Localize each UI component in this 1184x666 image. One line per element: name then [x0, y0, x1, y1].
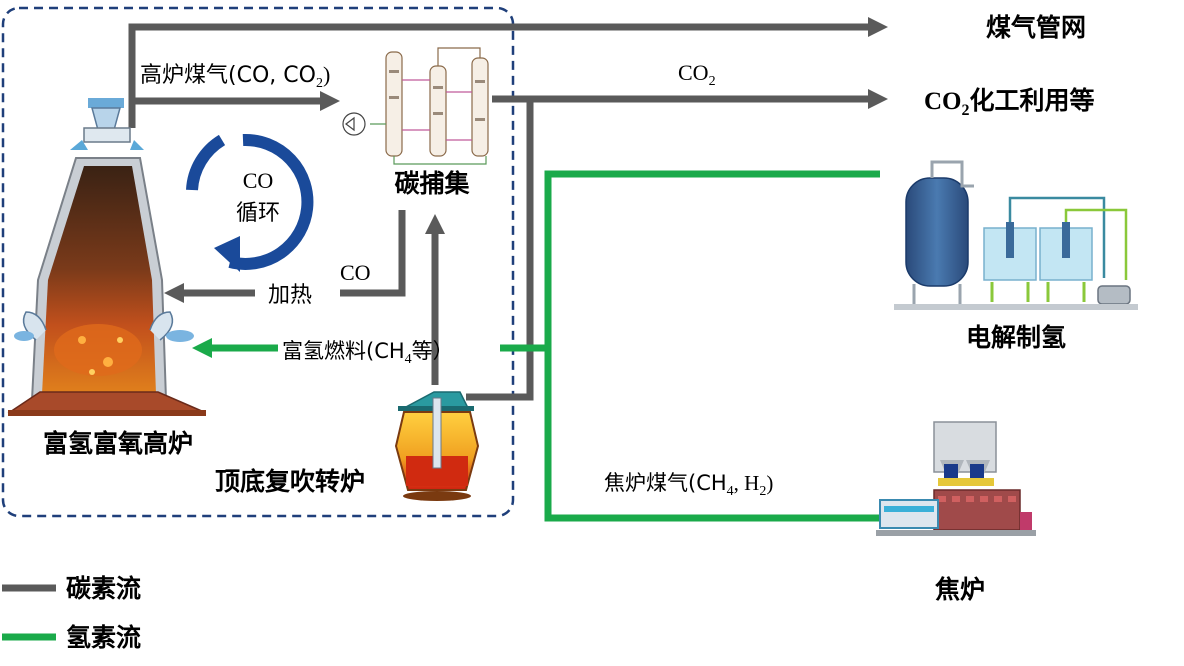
co-cycle-label-line1: CO: [243, 168, 274, 193]
legend-hydrogen-label: 氢素流: [66, 623, 141, 652]
hydrogen-arrowhead: [192, 338, 212, 358]
h2-fuel-label: 富氢燃料(CH4等）: [282, 339, 454, 367]
flow-converter-to-co2: [466, 99, 534, 401]
carbon-capture-illustration: [342, 47, 489, 165]
legend: 碳素流 氢素流: [2, 574, 141, 652]
converter-illustration: [394, 391, 480, 501]
flow-co-return: [340, 210, 406, 297]
coke-gas-label: 焦炉煤气(CH4, H2): [604, 471, 773, 499]
coke-oven-illustration: [876, 421, 1036, 536]
hydrogen-flow-lines: [210, 170, 880, 522]
co-cycle-arrow: [186, 133, 314, 272]
plant-boundary: [1, 6, 515, 518]
legend-carbon-label: 碳素流: [66, 574, 141, 603]
furnace-label: 富氢富氧高炉: [43, 429, 193, 458]
bf-gas-label: 高炉煤气(CO, CO2): [140, 62, 330, 91]
flow-electrolysis-h2: [544, 170, 880, 522]
blast-furnace-illustration: [7, 98, 206, 416]
flow-furnace-to-gas-network: [128, 23, 870, 128]
carbon-capture-label: 碳捕集: [394, 169, 470, 198]
co2-use-label: CO2化工利用等: [924, 86, 1095, 119]
co-cycle-label-line2: 循环: [236, 201, 280, 226]
gas-network-label: 煤气管网: [986, 13, 1086, 42]
electrolysis-illustration: [894, 160, 1138, 310]
coke-oven-label: 焦炉: [935, 575, 985, 604]
converter-label: 顶底复吹转炉: [215, 467, 365, 496]
heating-label: 加热: [268, 283, 312, 308]
carbon-flow-lines: [128, 23, 870, 401]
electrolysis-label: 电解制氢: [966, 323, 1066, 352]
co-return-label: CO: [340, 260, 371, 285]
carbon-arrowheads: [164, 17, 888, 303]
co2-flow-label: CO2: [678, 60, 716, 89]
